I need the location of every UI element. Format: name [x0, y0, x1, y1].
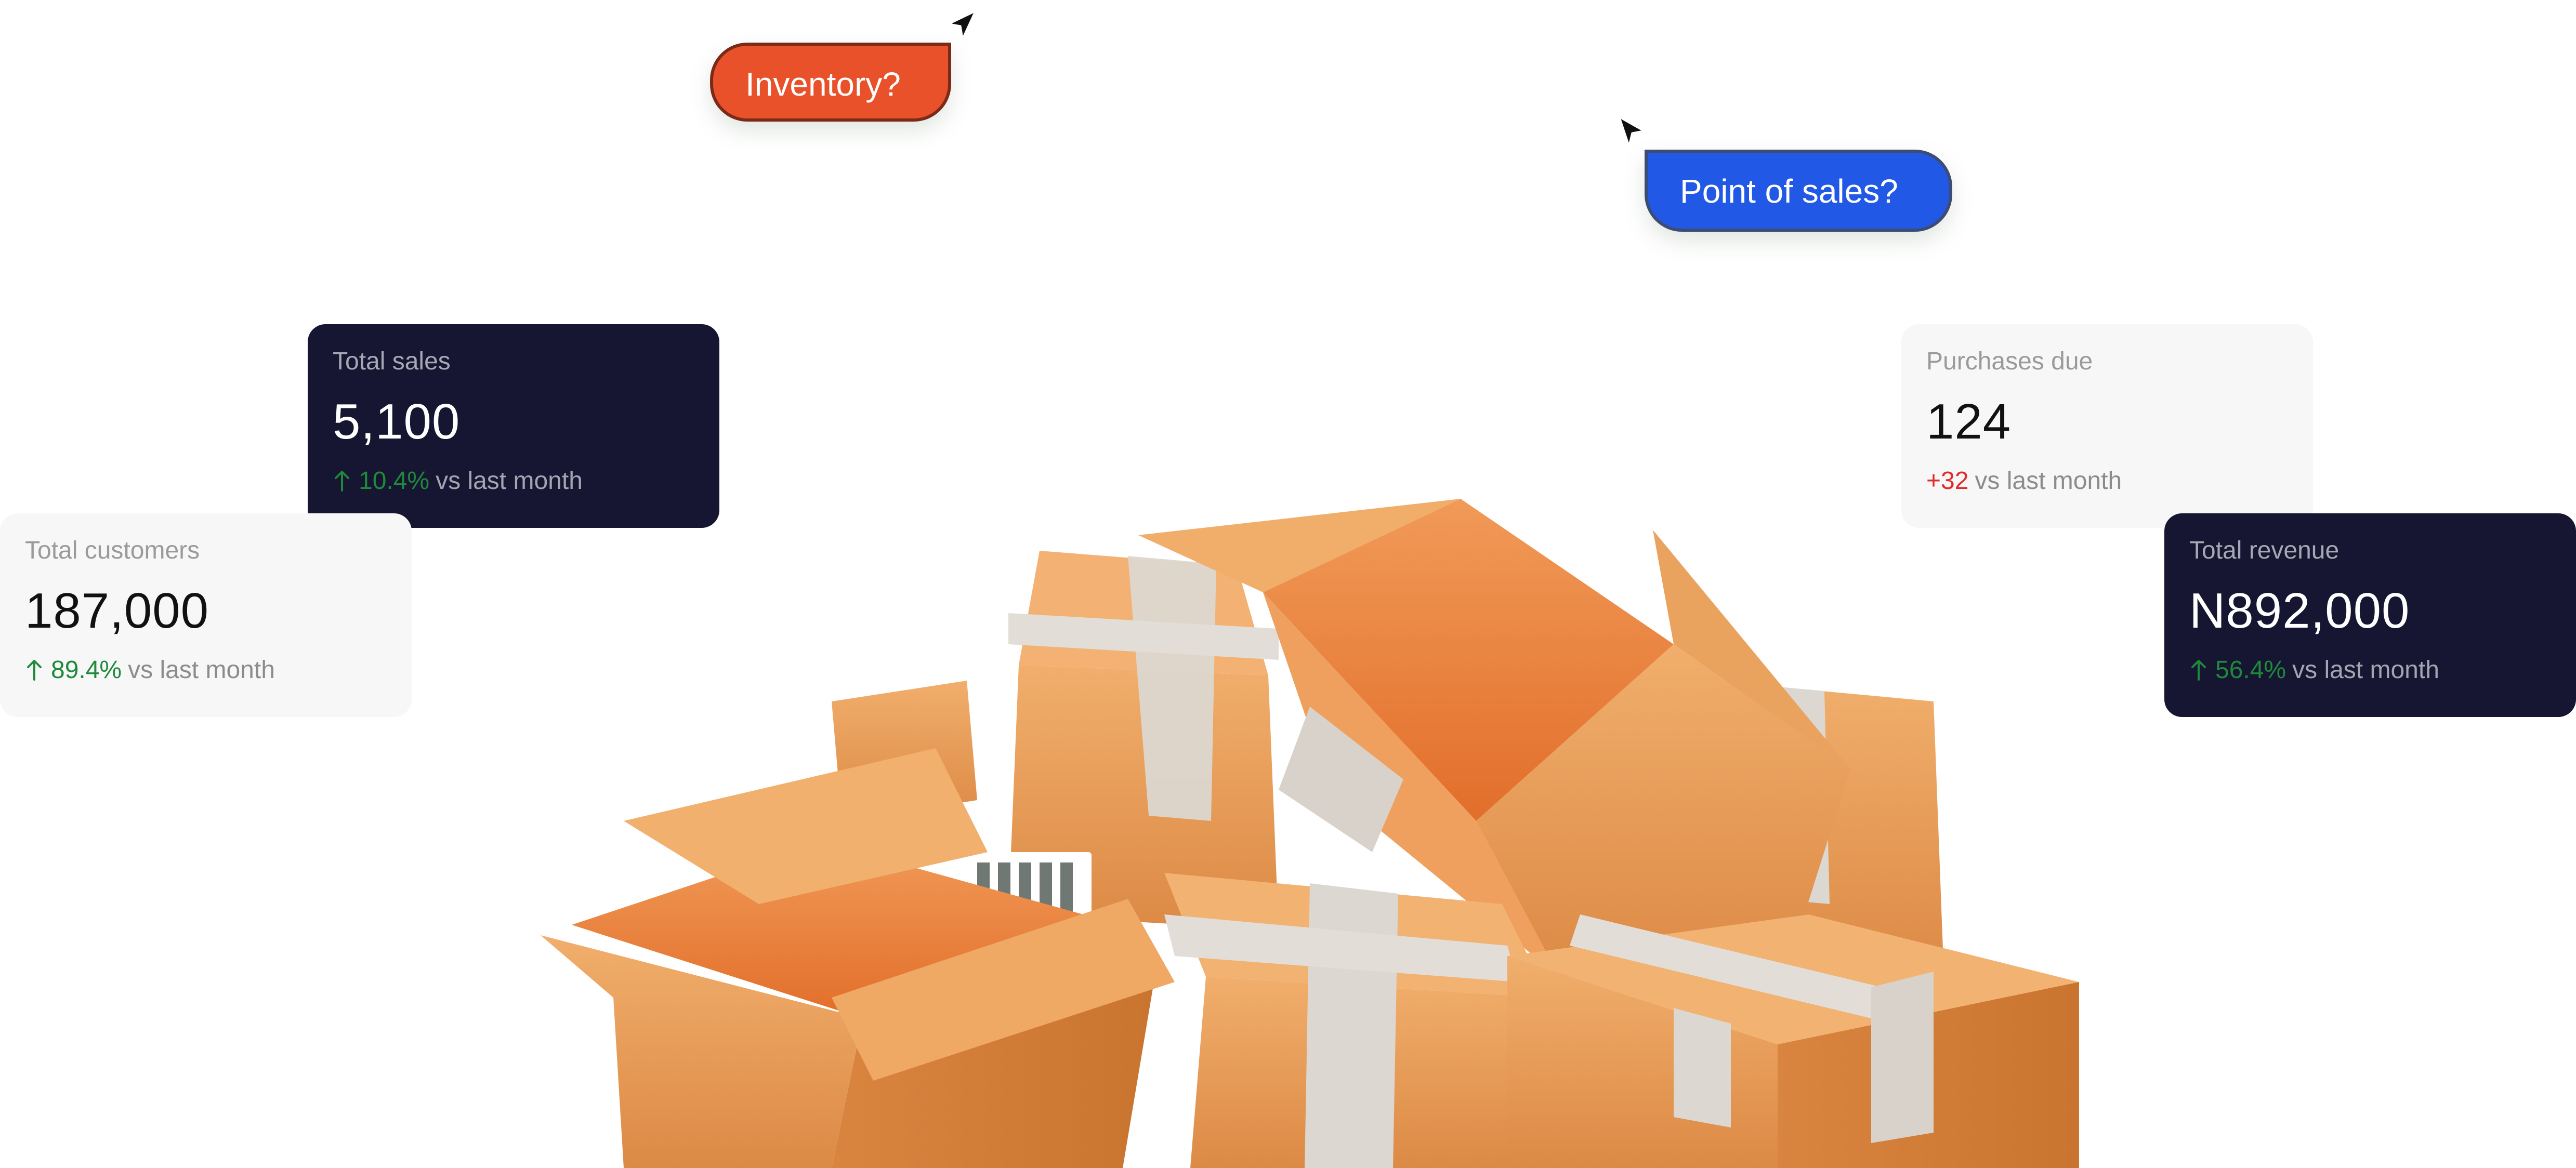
trend-suffix: vs last month	[2292, 656, 2439, 684]
arrow-up-icon	[2191, 660, 2206, 681]
cursor-arrow-icon	[948, 10, 976, 39]
trend-suffix: vs last month	[436, 467, 583, 495]
card-value: N892,000	[2189, 583, 2410, 639]
trend-suffix: vs last month	[128, 656, 275, 684]
card-value: 187,000	[25, 583, 209, 639]
trend-delta: +32	[1926, 467, 1969, 495]
trend-suffix: vs last month	[1975, 467, 2122, 495]
inventory-bubble: Inventory?	[710, 43, 951, 122]
card-trend: 89.4% vs last month	[25, 658, 388, 683]
trend-delta: 10.4%	[359, 467, 430, 495]
card-label: Total sales	[333, 348, 451, 375]
card-value: 5,100	[333, 394, 461, 449]
card-value: 124	[1926, 394, 2012, 449]
card-label: Total revenue	[2189, 537, 2340, 564]
arrow-up-icon	[335, 471, 349, 492]
card-trend: 56.4% vs last month	[2189, 658, 2552, 683]
total-revenue-card: Total revenue N892,000 56.4% vs last mon…	[2164, 513, 2576, 717]
cursor-arrow-icon	[1619, 116, 1645, 147]
trend-delta: 89.4%	[51, 656, 122, 684]
point-of-sales-bubble: Point of sales?	[1645, 150, 1952, 232]
total-sales-card: Total sales 5,100 10.4% vs last month	[308, 324, 719, 528]
card-label: Total customers	[25, 537, 200, 564]
arrow-up-icon	[27, 660, 42, 681]
inventory-bubble-text: Inventory?	[745, 65, 901, 103]
card-trend: +32 vs last month	[1926, 469, 2289, 494]
card-trend: 10.4% vs last month	[333, 469, 695, 494]
total-customers-card: Total customers 187,000 89.4% vs last mo…	[0, 513, 412, 717]
cardboard-boxes-illustration	[541, 499, 2079, 1168]
card-label: Purchases due	[1926, 348, 2093, 375]
trend-delta: 56.4%	[2215, 656, 2286, 684]
point-of-sales-bubble-text: Point of sales?	[1680, 172, 1898, 210]
purchases-due-card: Purchases due 124 +32 vs last month	[1901, 324, 2313, 528]
